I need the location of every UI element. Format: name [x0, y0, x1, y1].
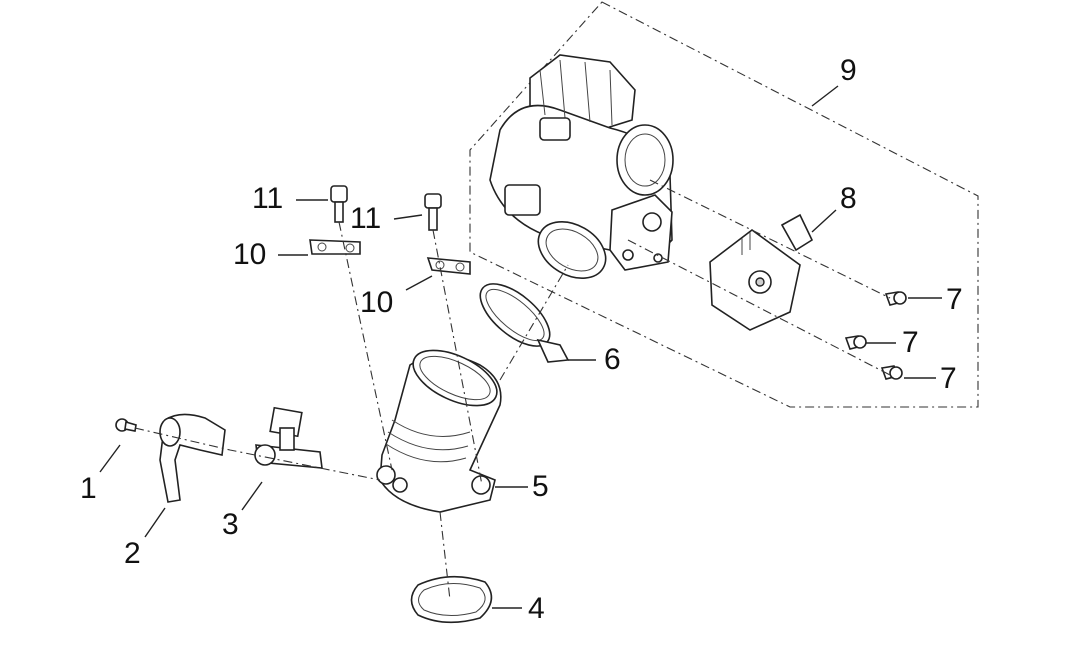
leader-10b [405, 275, 433, 291]
mounting-brackets [309, 239, 471, 275]
assembly-9-boundary [469, 1, 979, 408]
fuel-injector [254, 406, 323, 469]
callout-11-left: 11 [252, 182, 284, 215]
callout-4: 4 [528, 592, 545, 625]
leader-1 [99, 444, 121, 473]
callout-10-right: 10 [360, 286, 394, 319]
callout-11-right: 11 [350, 202, 382, 235]
leader-8 [811, 209, 837, 233]
callout-7-middle: 7 [902, 326, 919, 359]
callout-9: 9 [840, 54, 857, 87]
intake-manifold [376, 349, 502, 513]
fitting-screw [115, 418, 137, 432]
assembly-line-bolt-left [338, 221, 393, 471]
throttle-body [489, 54, 674, 279]
leader-3 [241, 481, 263, 511]
assembly-line-oring [439, 511, 451, 601]
callout-7-top: 7 [946, 283, 963, 316]
callout-2: 2 [124, 537, 141, 570]
assembly-line-sensor-top [649, 179, 891, 299]
sensor-screws [844, 291, 907, 380]
callout-1: 1 [80, 472, 97, 505]
assembly-line-sensor-bottom [627, 239, 891, 376]
assembly-line-bolt-right [432, 229, 483, 486]
hose-clamp [479, 283, 570, 363]
assembly-line-throttle [499, 264, 569, 381]
callout-8: 8 [840, 182, 857, 215]
o-ring [410, 575, 493, 624]
callout-7-bottom: 7 [940, 362, 957, 395]
leader-11b [393, 214, 423, 220]
leader-2 [144, 507, 166, 538]
callout-6: 6 [604, 343, 621, 376]
hose-fitting [159, 413, 226, 503]
callout-5: 5 [532, 470, 549, 503]
assembly-line-injector [134, 427, 381, 481]
manifold-bolts [330, 185, 442, 231]
leader-9 [811, 85, 839, 107]
throttle-position-sensor [709, 213, 814, 331]
callout-3: 3 [222, 508, 239, 541]
callout-10-left: 10 [233, 238, 267, 271]
